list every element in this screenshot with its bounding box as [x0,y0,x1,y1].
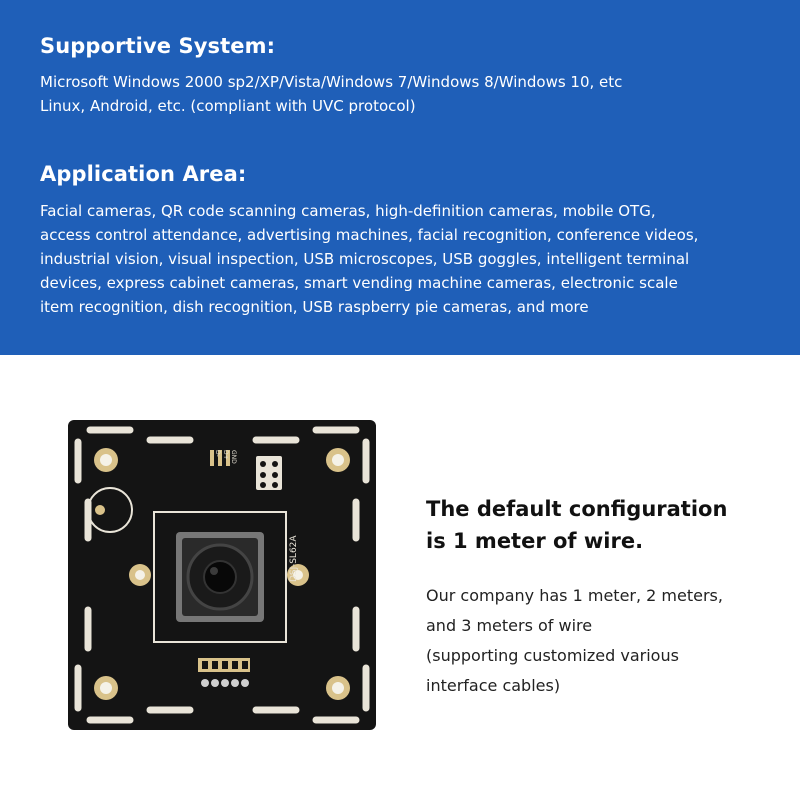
bottom-connector [198,658,250,687]
pcb-rails [74,426,370,724]
config-body-line: interface cables) [426,676,561,695]
application-line: access control attendance, advertising m… [40,226,699,244]
pin-label: GND [230,450,237,464]
mount-holes [94,448,350,700]
config-description: Our company has 1 meter, 2 meters, and 3… [426,581,723,701]
config-body-line: Our company has 1 meter, 2 meters, [426,586,723,605]
board-label: DSJ-SL62A [289,535,299,582]
system-heading: Supportive System: [40,34,276,58]
config-title: The default configuration is 1 meter of … [426,493,727,557]
system-line: Linux, Android, etc. (compliant with UVC… [40,97,416,115]
pin-label: D- [214,450,221,457]
config-body-line: and 3 meters of wire [426,616,593,635]
blue-banner: Supportive System: Microsoft Windows 200… [0,0,800,355]
lens-frame [153,511,287,643]
system-text: Microsoft Windows 2000 sp2/XP/Vista/Wind… [40,70,622,118]
config-title-line: The default configuration [426,497,728,521]
application-line: Facial cameras, QR code scanning cameras… [40,202,656,220]
config-title-line: is 1 meter of wire. [426,529,644,553]
silkscreen-circle [87,487,133,533]
config-body-line: (supporting customized various [426,646,679,665]
application-text: Facial cameras, QR code scanning cameras… [40,199,698,319]
application-heading: Application Area: [40,162,247,186]
application-line: industrial vision, visual inspection, US… [40,250,690,268]
system-line: Microsoft Windows 2000 sp2/XP/Vista/Wind… [40,73,623,91]
application-line: item recognition, dish recognition, USB … [40,298,589,316]
pin-label: D+ [222,450,229,460]
top-pads [210,450,282,490]
application-line: devices, express cabinet cameras, smart … [40,274,678,292]
camera-board-image: D- D+ GND DSJ-SL62A [68,420,376,730]
